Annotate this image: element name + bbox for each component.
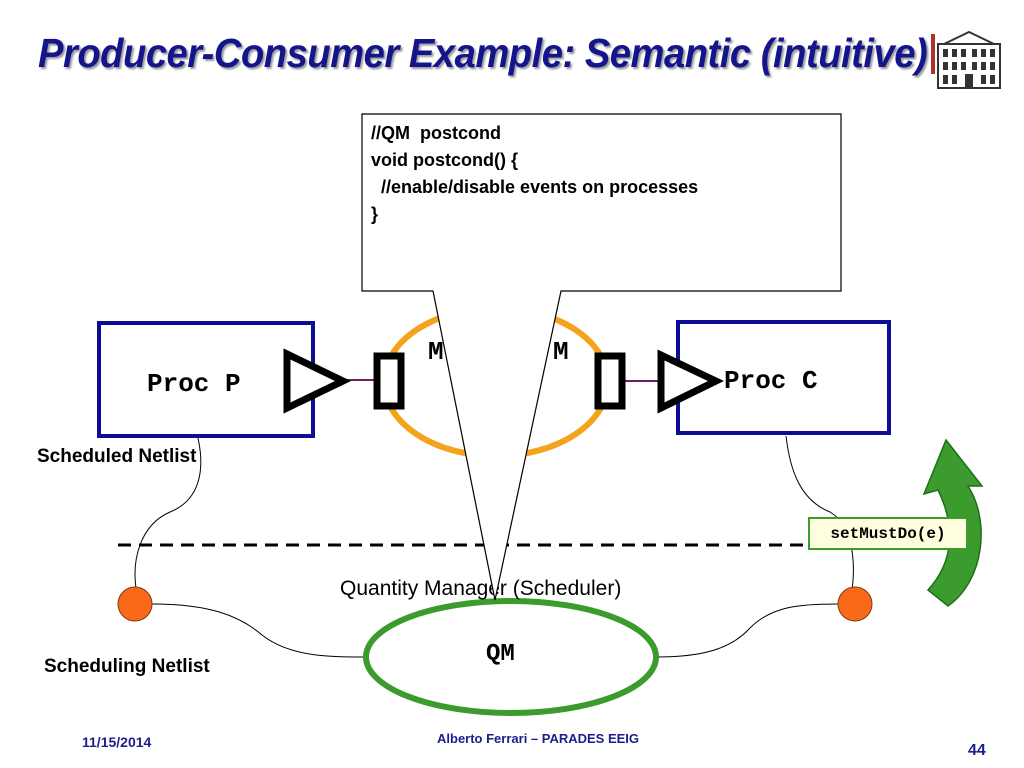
port-medium-right xyxy=(594,352,626,410)
slide-title: Producer-Consumer Example: Semantic (int… xyxy=(38,30,928,76)
port-output-p xyxy=(283,348,352,414)
medium-label-left: M xyxy=(428,337,444,367)
callout-line-2: void postcond() { xyxy=(371,150,518,170)
link-node-qm-left xyxy=(151,603,367,658)
scheduling-netlist-label: Scheduling Netlist xyxy=(44,656,210,677)
medium-label-right: M xyxy=(553,337,569,367)
link-proc-p-node xyxy=(134,437,202,589)
proc-p-label: Proc P xyxy=(147,369,241,399)
qm-ellipse xyxy=(363,598,659,716)
port-input-c xyxy=(657,349,725,414)
link-node-qm-right xyxy=(655,603,839,658)
link-proc-c-node xyxy=(785,435,854,591)
qm-caption: Quantity Manager (Scheduler) xyxy=(340,577,622,600)
footer-date: 11/15/2014 xyxy=(82,734,152,750)
callout-code: //QM postcond void postcond() { //enable… xyxy=(371,120,698,228)
proc-p-box: Proc P xyxy=(97,321,315,438)
scheduled-netlist-label: Scheduled Netlist xyxy=(37,446,197,467)
proc-c-label: Proc C xyxy=(724,366,818,396)
callout-line-3: //enable/disable events on processes xyxy=(371,177,699,197)
callout-line-1: //QM postcond xyxy=(371,123,501,143)
set-must-do-label: setMustDo(e) xyxy=(808,517,968,550)
footer-page-number: 44 xyxy=(968,742,986,759)
qm-label: QM xyxy=(486,641,515,668)
scheduling-node-left xyxy=(117,586,153,622)
scheduling-node-right xyxy=(837,586,873,622)
callout-line-4: } xyxy=(371,204,379,224)
building-logo-icon xyxy=(931,30,1001,89)
footer-author: Alberto Ferrari – PARADES EEIG xyxy=(437,731,640,746)
port-medium-left xyxy=(373,352,405,410)
